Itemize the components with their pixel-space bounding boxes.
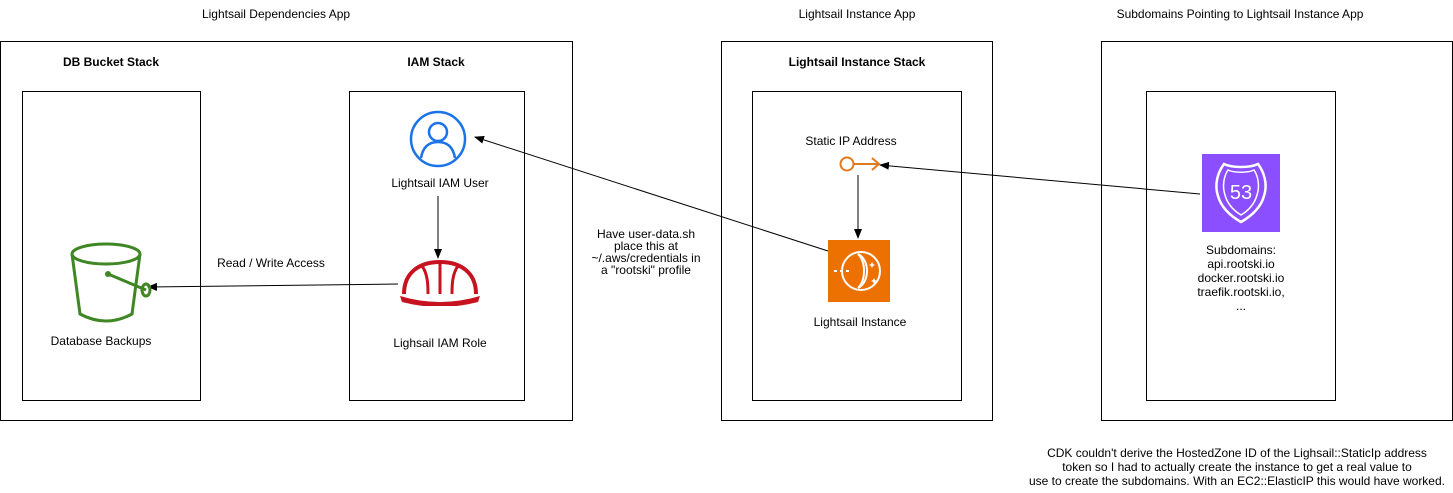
route53-line: traefik.rootski.io, bbox=[1197, 285, 1285, 299]
route53-badge: 53 bbox=[1230, 182, 1252, 204]
footnote: CDK couldn't derive the HostedZone ID of… bbox=[1029, 446, 1445, 488]
footnote-line: CDK couldn't derive the HostedZone ID of… bbox=[1047, 446, 1427, 460]
s3-bucket-icon bbox=[70, 242, 152, 323]
lightsail-instance-icon bbox=[834, 251, 881, 291]
edge-route53-to-ip bbox=[879, 161, 1201, 195]
node-label-database-backups: Database Backups bbox=[50, 334, 152, 348]
node-label-iam-role: Lighsail IAM Role bbox=[393, 336, 487, 350]
lightsail-instance-tile bbox=[828, 240, 890, 302]
route53-line: docker.rootski.io bbox=[1197, 271, 1285, 285]
credentials-line: place this at bbox=[613, 239, 679, 253]
route53-line: ... bbox=[1235, 299, 1246, 313]
stack-box-subdomains bbox=[1146, 91, 1336, 401]
route53-tile: 53 bbox=[1202, 154, 1280, 232]
route53-line: Subdomains: bbox=[1205, 243, 1277, 257]
node-label-iam-user: Lightsail IAM User bbox=[391, 176, 489, 190]
footnote-line: use to create the subdomains. With an EC… bbox=[1029, 474, 1445, 488]
app-title-dependencies: Lightsail Dependencies App bbox=[201, 7, 351, 21]
edge-role-to-bucket bbox=[147, 282, 399, 291]
edge-instance-to-user bbox=[474, 135, 829, 252]
static-ip-key-icon bbox=[839, 156, 881, 172]
credentials-line: a "rootski" profile bbox=[601, 263, 691, 277]
route53-icon: 53 bbox=[1215, 162, 1267, 224]
stack-box-db-bucket bbox=[22, 91, 201, 401]
stack-title-lightsail-instance: Lightsail Instance Stack bbox=[788, 55, 926, 69]
stack-title-db-bucket: DB Bucket Stack bbox=[62, 55, 160, 69]
stack-title-iam: IAM Stack bbox=[407, 55, 465, 69]
credentials-line: ~/.aws/credentials in bbox=[591, 251, 701, 265]
app-title-subdomains: Subdomains Pointing to Lightsail Instanc… bbox=[1116, 7, 1364, 21]
footnote-line: token so I had to actually create the in… bbox=[1062, 460, 1412, 474]
node-label-instance: Lightsail Instance bbox=[813, 315, 907, 329]
app-title-instance: Lightsail Instance App bbox=[798, 7, 916, 21]
node-label-static-ip: Static IP Address bbox=[805, 134, 897, 148]
route53-line: api.rootski.io bbox=[1207, 257, 1275, 271]
iam-user-icon bbox=[409, 110, 467, 168]
edge-label-read-write: Read / Write Access bbox=[217, 256, 325, 270]
edge-label-credentials: Have user-data.sh place this at ~/.aws/c… bbox=[591, 228, 700, 276]
credentials-line: Have user-data.sh bbox=[596, 227, 696, 241]
iam-role-hardhat-icon bbox=[400, 259, 480, 306]
route53-subdomain-list: Subdomains: api.rootski.io docker.rootsk… bbox=[1197, 243, 1284, 313]
